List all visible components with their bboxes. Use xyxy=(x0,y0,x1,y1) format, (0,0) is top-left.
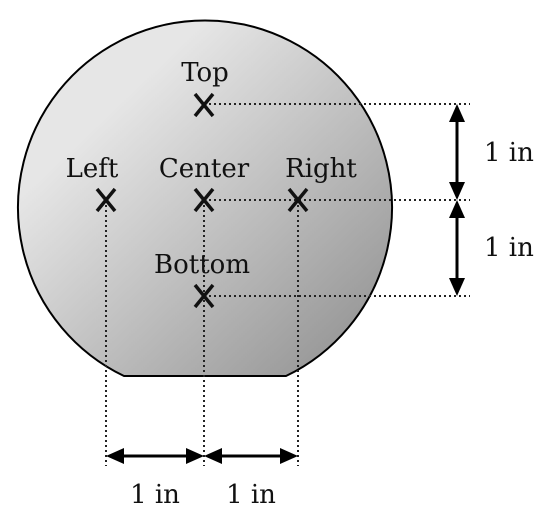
dimension-label-vertical-upper: 1 in xyxy=(484,138,534,168)
label-center: Center xyxy=(159,154,250,184)
dimension-arrow-horizontal-left xyxy=(106,448,204,464)
label-bottom: Bottom xyxy=(154,250,250,280)
dimension-label-vertical-lower: 1 in xyxy=(484,233,534,263)
dimension-arrow-horizontal-right xyxy=(204,448,298,464)
dimension-arrow-vertical-lower xyxy=(449,200,465,296)
dimension-arrow-vertical-upper xyxy=(449,104,465,200)
marker-center-x xyxy=(193,187,215,213)
dimension-label-horizontal-left: 1 in xyxy=(130,480,180,510)
label-left: Left xyxy=(66,154,119,184)
marker-right-x xyxy=(287,187,309,213)
marker-top-x xyxy=(193,92,215,118)
marker-bottom-x xyxy=(193,283,215,309)
label-top: Top xyxy=(181,58,229,88)
marker-left-x xyxy=(95,187,117,213)
label-right: Right xyxy=(285,154,357,184)
dimension-label-horizontal-right: 1 in xyxy=(226,480,276,510)
